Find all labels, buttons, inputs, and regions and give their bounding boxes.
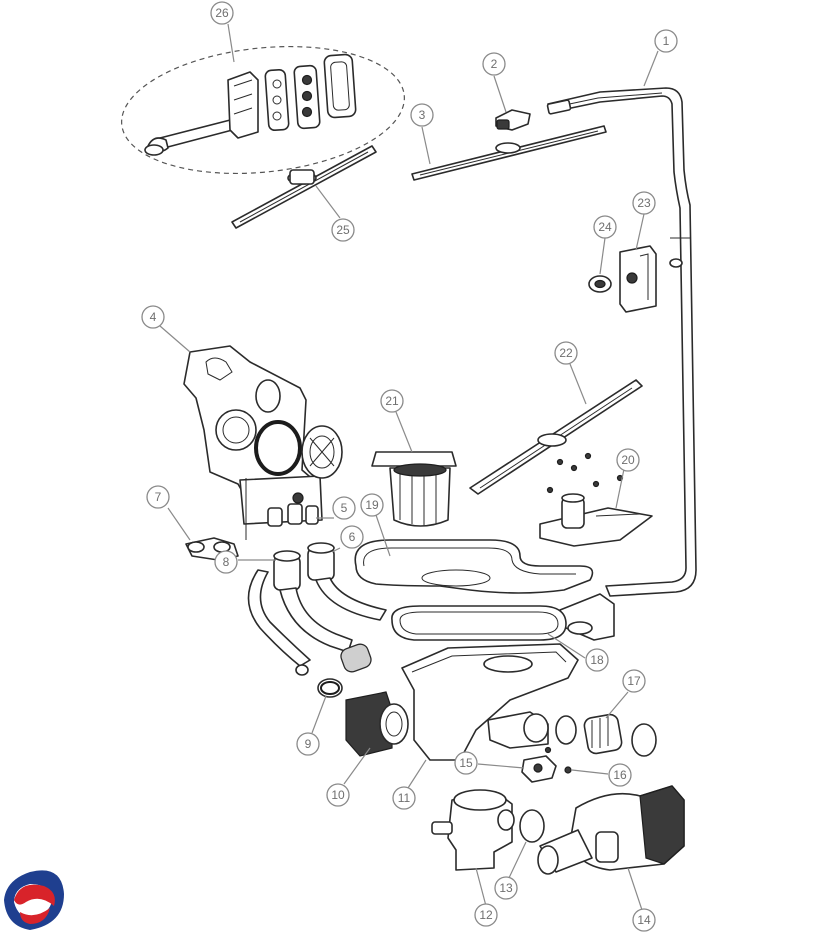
part-10-pump	[345, 691, 409, 757]
callout-18: 18	[585, 648, 609, 672]
callout-14: 14	[632, 908, 656, 932]
svg-text:26: 26	[215, 6, 229, 20]
callout-25: 25	[331, 218, 355, 242]
round-cover	[301, 425, 343, 479]
part-20-base	[539, 474, 653, 547]
callout-13: 13	[494, 876, 518, 900]
callout-17: 17	[622, 669, 646, 693]
callout-16: 16	[608, 763, 632, 787]
callout-12: 12	[474, 903, 498, 927]
part-6-connector	[307, 542, 335, 581]
part-22-spray-arm	[469, 379, 643, 495]
part-9-clamp	[317, 678, 343, 698]
svg-text:14: 14	[637, 913, 651, 927]
part-13-ring	[519, 809, 545, 843]
callout-22: 22	[554, 341, 578, 365]
callout-10: 10	[326, 783, 350, 807]
callout-23: 23	[632, 191, 656, 215]
svg-text:3: 3	[419, 108, 426, 122]
callout-3: 3	[410, 103, 434, 127]
svg-text:7: 7	[155, 490, 162, 504]
callout-11: 11	[392, 786, 416, 810]
brand-swirl-logo	[4, 870, 64, 930]
part-3-spray-arm	[411, 125, 607, 181]
part-24-grommet	[588, 275, 612, 293]
svg-text:15: 15	[459, 756, 473, 770]
part-17-connectors	[555, 713, 657, 757]
callout-9: 9	[296, 732, 320, 756]
part-8-connector	[273, 550, 301, 591]
callout-24: 24	[593, 215, 617, 239]
svg-text:24: 24	[598, 220, 612, 234]
part-21-filter	[371, 451, 457, 527]
black-seal-ring	[254, 420, 302, 476]
svg-text:21: 21	[385, 394, 399, 408]
part-19-gasket	[354, 539, 594, 594]
callout-19: 19	[360, 493, 384, 517]
svg-text:12: 12	[479, 908, 493, 922]
callout-5: 5	[332, 496, 356, 520]
leader-lines	[159, 23, 659, 911]
part-2-hub	[495, 109, 531, 131]
callout-7: 7	[146, 485, 170, 509]
callout-15: 15	[454, 751, 478, 775]
part-14-heater-pump	[537, 785, 685, 875]
svg-text:23: 23	[637, 196, 651, 210]
callout-20: 20	[616, 448, 640, 472]
part-18-gasket	[391, 605, 567, 641]
callout-8: 8	[214, 550, 238, 574]
svg-text:5: 5	[341, 501, 348, 515]
callout-21: 21	[380, 389, 404, 413]
callout-2: 2	[482, 52, 506, 76]
part-5-nozzles	[267, 492, 319, 527]
svg-text:17: 17	[627, 674, 641, 688]
svg-text:10: 10	[331, 788, 345, 802]
svg-text:2: 2	[491, 57, 498, 71]
svg-text:13: 13	[499, 881, 513, 895]
part-25-spray-arm	[231, 145, 377, 229]
part-1-water-tube	[546, 87, 697, 641]
svg-text:9: 9	[305, 737, 312, 751]
callout-26: 26	[210, 1, 234, 25]
svg-text:16: 16	[613, 768, 627, 782]
part-4-housing-plate	[183, 345, 323, 540]
svg-text:25: 25	[336, 223, 350, 237]
callout-6: 6	[340, 525, 364, 549]
part-12-pump	[431, 789, 515, 871]
part-15-sensor	[521, 746, 557, 783]
part-23-bracket	[619, 245, 657, 313]
svg-text:8: 8	[223, 555, 230, 569]
svg-text:1: 1	[663, 34, 670, 48]
svg-text:6: 6	[349, 530, 356, 544]
part-26-assembly	[121, 45, 405, 175]
svg-text:18: 18	[590, 653, 604, 667]
svg-text:20: 20	[621, 453, 635, 467]
svg-text:19: 19	[365, 498, 379, 512]
svg-text:22: 22	[559, 346, 573, 360]
callout-1: 1	[654, 29, 678, 53]
svg-text:4: 4	[150, 310, 157, 324]
part-11-sump	[401, 643, 579, 761]
part-16-screw	[564, 766, 572, 774]
hoses	[247, 569, 387, 676]
callout-4: 4	[141, 305, 165, 329]
svg-text:11: 11	[398, 791, 411, 805]
